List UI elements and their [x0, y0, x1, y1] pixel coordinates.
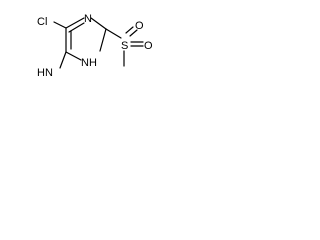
atom-oxygen-right: O: [144, 40, 153, 52]
atom-amine: HN: [37, 67, 53, 79]
bond-c5-cl: [53, 21, 67, 29]
atom-ring-nitrogen-top: N: [84, 13, 92, 25]
bond-c4-nh2: [59, 51, 67, 69]
bond-c6-n1-double: [68, 22, 85, 33]
atom-ring-nitrogen-nh: NH: [81, 57, 97, 69]
atom-oxygen-top: O: [135, 20, 144, 32]
bond-c2-n3: [99, 28, 107, 52]
bond-s-o-top-double: [125, 26, 134, 34]
bond-c6-n1: [65, 17, 85, 29]
atom-chlorine: Cl: [37, 16, 47, 28]
molecule-structure-diagram: Cl N NH HN S O O: [37, 13, 153, 79]
bond-n3-c4: [65, 51, 82, 61]
bond-c2-s: [105, 28, 122, 39]
bond-s-o-top: [129, 29, 138, 37]
atom-sulfur: S: [121, 40, 128, 52]
bond-n1-c2: [90, 17, 107, 30]
